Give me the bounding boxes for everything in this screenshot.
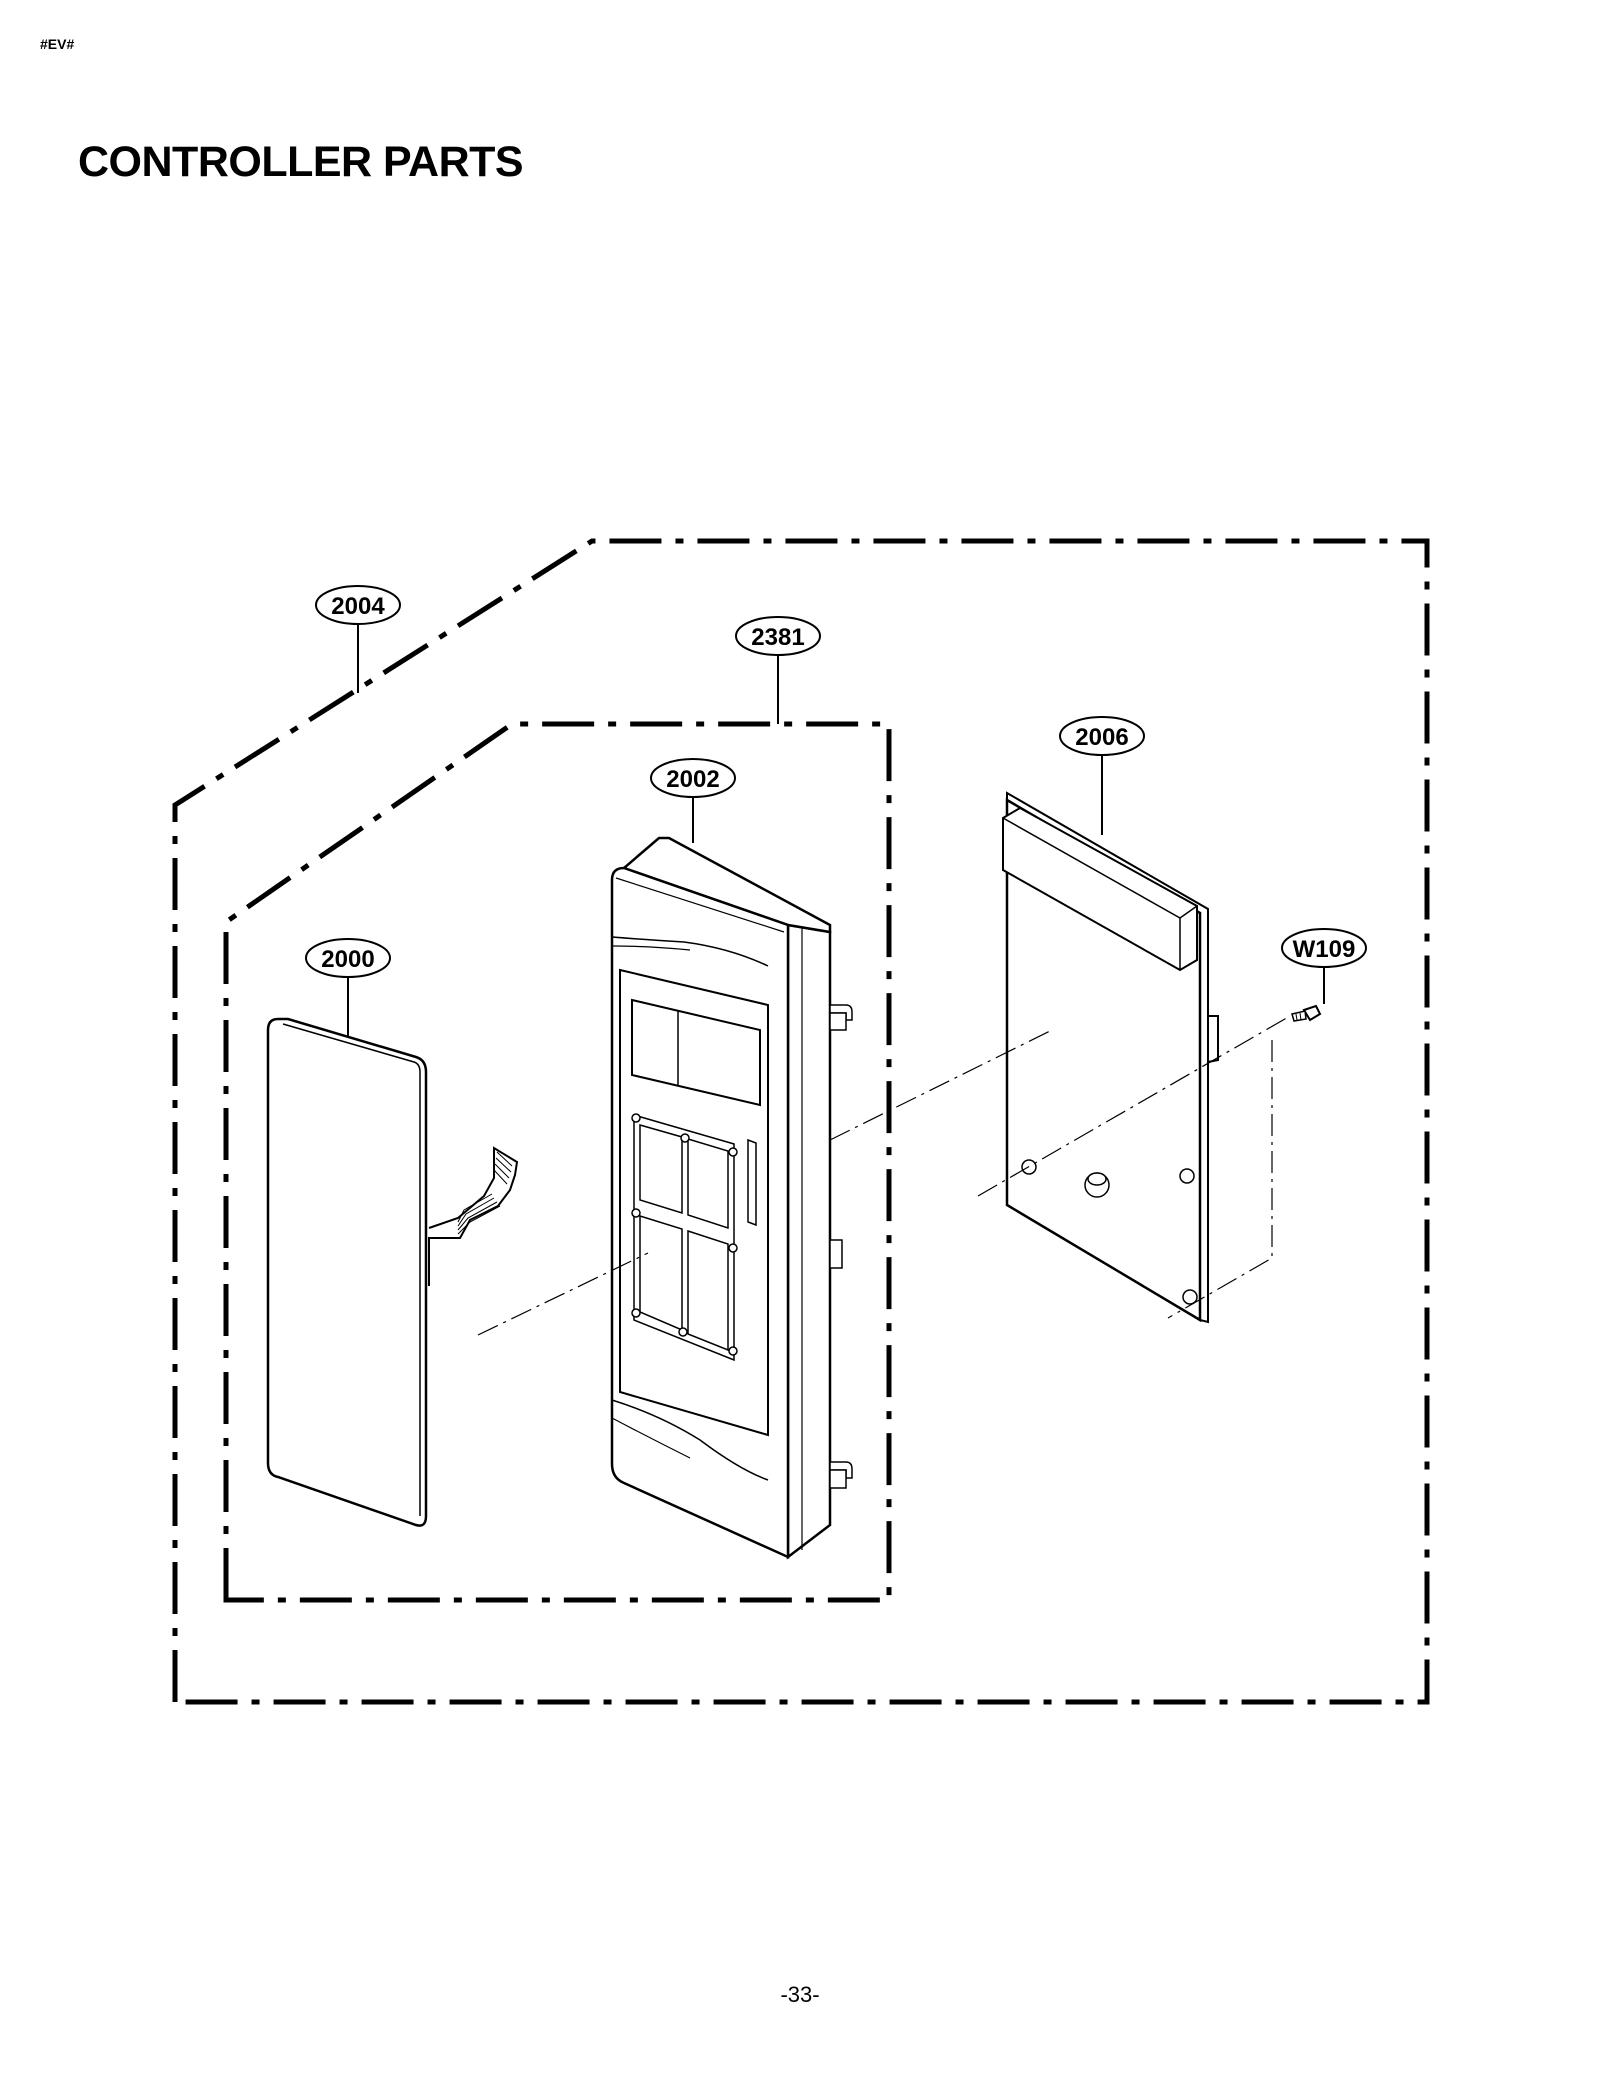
screw-part [1291,1004,1322,1022]
inner-assembly-boundary [223,721,892,1603]
membrane-keypad-part [266,1017,519,1527]
outer-assembly-boundary [172,538,1430,1705]
page-title: CONTROLLER PARTS [78,138,524,186]
callout-2002: 2002 [650,758,736,798]
pcb-part [1002,791,1219,1324]
callout-2381: 2381 [735,616,821,656]
callout-2000: 2000 [305,938,391,978]
svg-text:2000: 2000 [321,946,374,973]
svg-text:2381: 2381 [751,624,804,651]
svg-text:2006: 2006 [1075,724,1128,751]
svg-text:2004: 2004 [331,593,385,620]
callout-2004: 2004 [315,585,401,625]
control-panel-frame-part [610,836,853,1560]
callout-W109: W109 [1281,928,1367,968]
svg-text:2002: 2002 [666,766,719,793]
page-number: -33- [780,1982,820,2007]
svg-text:W109: W109 [1293,936,1356,963]
callout-2006: 2006 [1059,716,1145,756]
assembly-centerlines [477,1015,1291,1336]
leader-lines [347,625,1325,1037]
document-code: #EV# [40,36,75,52]
